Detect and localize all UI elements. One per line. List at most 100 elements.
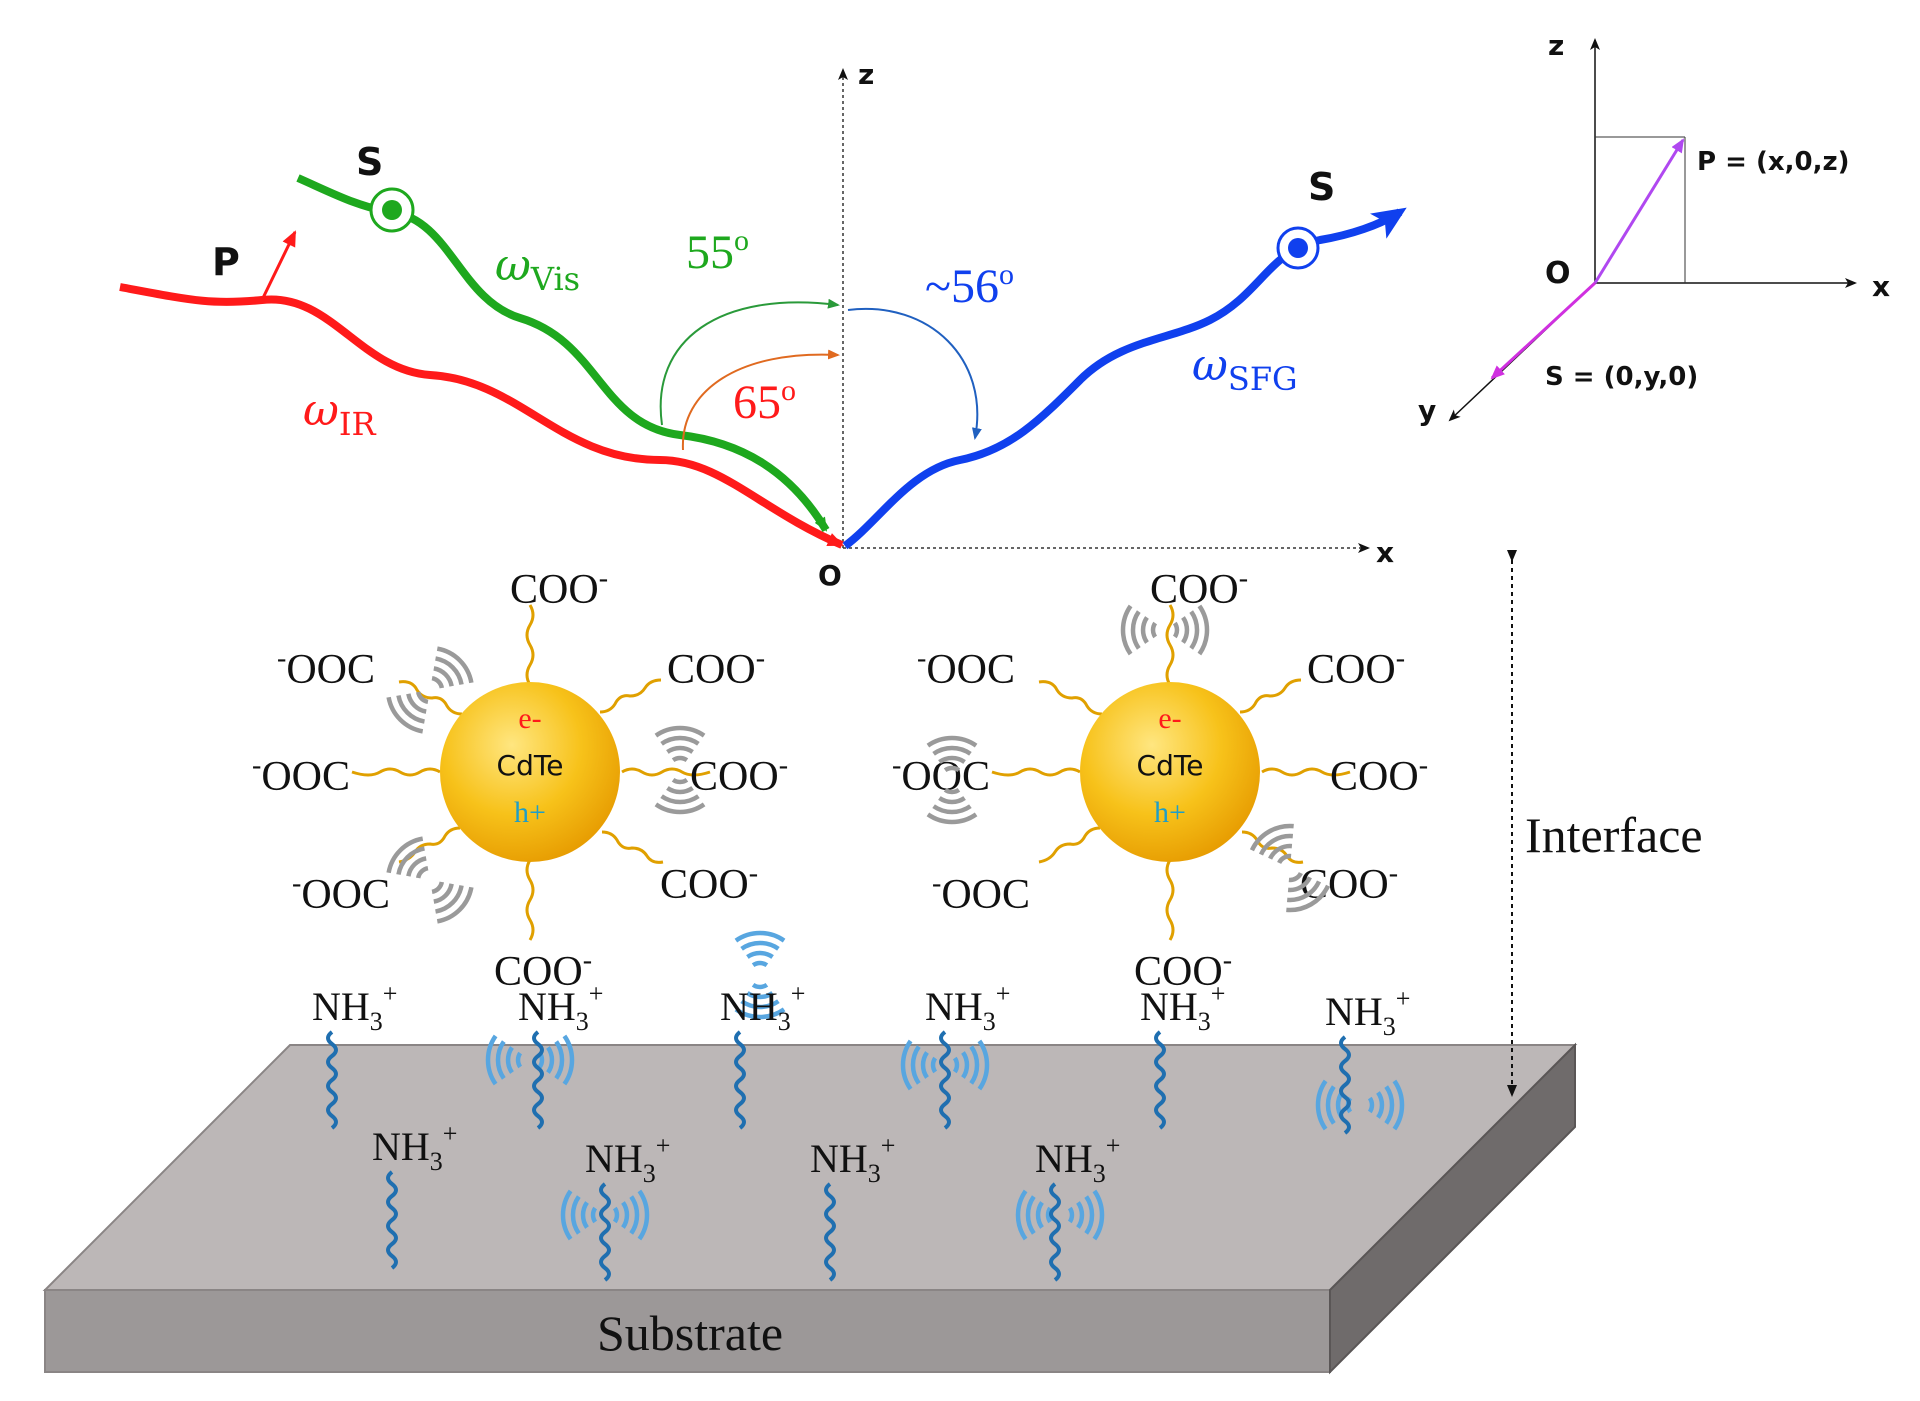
nanoparticle-left: e- CdTe h+ (351, 604, 711, 941)
ir-omega: ω (303, 385, 339, 436)
ir-beam: P ωIR (119, 230, 844, 549)
z-axis-label: z (858, 58, 874, 91)
ir-angle-arc (681, 349, 840, 451)
carboxylate-coo-label: COO- (1330, 750, 1428, 800)
ir-sub: IR (339, 405, 377, 443)
amine-chain (824, 1182, 836, 1282)
carboxylate-ooc-label: -OOC (292, 868, 390, 918)
vibration-icon (1315, 1079, 1405, 1131)
vibration-icon (926, 735, 978, 825)
ligand-chain (525, 604, 535, 686)
origin-label: O (818, 559, 842, 592)
carboxylate-coo-label: COO- (1307, 643, 1405, 693)
ligand-chain (1239, 678, 1302, 714)
amine-chain (939, 1030, 951, 1130)
vis-beam: S ωVis (296, 140, 830, 533)
inset-s-vector (1490, 281, 1597, 380)
sfg-omega: ω (1192, 340, 1228, 391)
nh3-label: NH3+ (312, 979, 397, 1036)
hole-label: h+ (514, 796, 546, 829)
ligand-chain (398, 680, 463, 716)
amine-group: NH3+ (518, 979, 603, 1130)
amine-chain (734, 1030, 746, 1130)
vibration-icon (386, 646, 474, 734)
ligand-chain (1165, 604, 1175, 686)
amine-chain (1049, 1182, 1061, 1282)
amine-chain (386, 1170, 398, 1270)
amine-groups: NH3+NH3+NH3+NH3+NH3+NH3+NH3+NH3+NH3+NH3+ (312, 979, 1410, 1282)
nh3-label: NH3+ (810, 1131, 895, 1188)
amine-group: NH3+ (720, 979, 805, 1130)
ir-angle-label: 65o (733, 374, 796, 429)
nh3-label: NH3+ (1035, 1131, 1120, 1188)
carboxylate-ooc-label: -OOC (277, 643, 375, 693)
main-axes: z x O (818, 58, 1394, 592)
carboxylate-ooc-label: -OOC (917, 643, 1015, 693)
interface-label: Interface (1525, 807, 1703, 863)
amine-group: NH3+ (1325, 984, 1410, 1135)
substrate-label: Substrate (597, 1305, 783, 1361)
carboxylate-coo-label: COO- (1150, 563, 1248, 613)
ligand-chain (525, 859, 535, 941)
amine-chain (326, 1030, 338, 1130)
electron-label: e- (518, 702, 541, 735)
vis-angle-label: 55o (686, 224, 749, 279)
amine-group: NH3+ (372, 1119, 457, 1270)
vibration-icon (900, 1039, 990, 1091)
substrate: Substrate (42, 1042, 1578, 1375)
ligand-chain (621, 767, 711, 777)
amine-chain (1339, 1035, 1351, 1135)
electron-label: e- (1158, 702, 1181, 735)
vis-beam-label: ωVis (495, 240, 580, 298)
ligand-chain (1261, 767, 1351, 777)
sfg-beam-label: ωSFG (1192, 340, 1298, 398)
ligand-chain (991, 767, 1081, 777)
inset-x-label: x (1872, 270, 1890, 303)
sfg-angle-arc (847, 307, 982, 440)
cdte-label: CdTe (1137, 749, 1204, 782)
amine-group: NH3+ (1140, 979, 1225, 1130)
ligand-chain (1038, 826, 1101, 864)
nanoparticle-right: e- CdTe h+ (991, 604, 1351, 941)
sfg-angle-label: ~56o (925, 258, 1014, 313)
ir-beam-label: ωIR (303, 385, 377, 443)
cdte-particle-left (440, 682, 620, 862)
carboxylate-coo-label: COO- (690, 750, 788, 800)
inset-origin-label: O (1545, 256, 1571, 291)
ligand-chain (351, 767, 441, 777)
vis-omega: ω (495, 240, 531, 291)
vibration-icon (560, 1189, 650, 1241)
sfg-beam: S ωSFG (842, 165, 1407, 550)
amine-chain (1154, 1030, 1166, 1130)
interface-indicator: Interface (1507, 550, 1703, 1097)
ligand-chain (599, 678, 662, 714)
carboxylate-coo-label: COO- (494, 945, 592, 995)
vis-sub: Vis (530, 260, 580, 298)
hole-label: h+ (1154, 796, 1186, 829)
ir-pol-label: P (212, 240, 240, 284)
sfg-beam-path (842, 207, 1407, 550)
nh3-label: NH3+ (925, 979, 1010, 1036)
inset-p-vector-label: P = (x,0,z) (1697, 147, 1849, 177)
ligand-chain (601, 830, 664, 864)
carboxylate-coo-label: COO- (510, 563, 608, 613)
vibration-icon (734, 930, 786, 1020)
sfg-sub: SFG (1228, 360, 1298, 398)
inset-s-vector-label: S = (0,y,0) (1545, 362, 1698, 392)
electron-text: e- (1158, 702, 1181, 735)
inset-y-label: y (1418, 394, 1436, 427)
amine-chain (532, 1030, 544, 1130)
vibration-icon (654, 725, 706, 815)
ligand-chains-left (351, 604, 711, 941)
carboxylate-coo-label: COO- (1134, 945, 1232, 995)
carboxylate-coo-label: COO- (667, 643, 765, 693)
amine-group: NH3+ (925, 979, 1010, 1130)
amine-group: NH3+ (585, 1131, 670, 1282)
cdte-particle-right (1080, 682, 1260, 862)
vibration-icons (386, 604, 1405, 1241)
inset-z-label: z (1548, 29, 1564, 62)
electron-text: e- (518, 702, 541, 735)
amine-group: NH3+ (810, 1131, 895, 1282)
amine-chain (599, 1182, 611, 1282)
